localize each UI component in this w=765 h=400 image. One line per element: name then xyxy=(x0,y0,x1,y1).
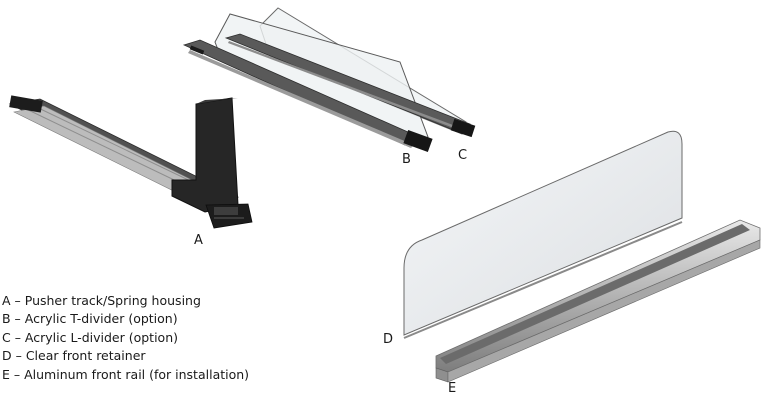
front-retainer-assembly xyxy=(403,130,683,339)
legend-item-e: E – Aluminum front rail (for installatio… xyxy=(2,366,250,382)
pusher-track-assembly xyxy=(8,95,253,229)
part-label-c: C xyxy=(458,148,467,163)
legend-item-c: C – Acrylic L-divider (option) xyxy=(2,329,179,345)
part-label-a: A xyxy=(194,233,203,248)
part-label-b: B xyxy=(402,152,411,167)
spring-housing xyxy=(171,97,239,213)
t-divider-panel xyxy=(214,13,429,146)
legend-item-b: B – Acrylic T-divider (option) xyxy=(2,311,178,327)
legend-item-d: D – Clear front retainer xyxy=(2,348,146,364)
part-label-e: E xyxy=(448,381,456,396)
part-label-d: D xyxy=(383,332,393,347)
divider-assembly xyxy=(182,7,476,153)
front-retainer-panel xyxy=(403,130,683,336)
front-rail-assembly xyxy=(435,219,761,383)
parts-legend: A – Pusher track/Spring housing B – Acry… xyxy=(2,292,249,384)
legend-item-a: A – Pusher track/Spring housing xyxy=(2,293,201,308)
